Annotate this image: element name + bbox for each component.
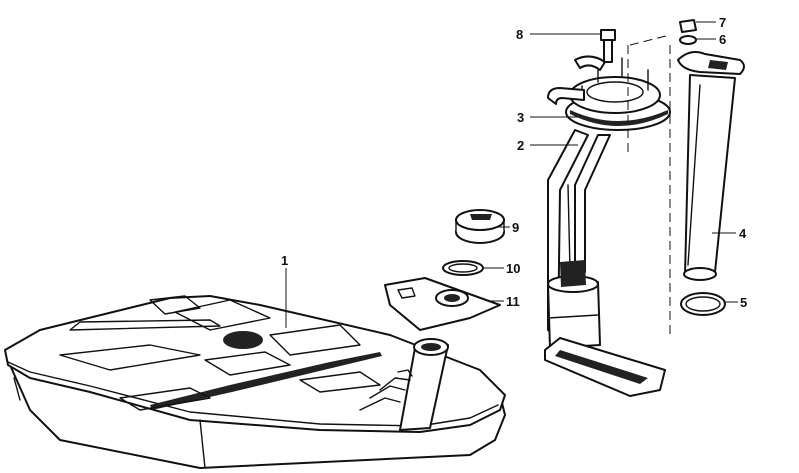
fuel-tank — [4, 295, 506, 469]
bolt — [600, 29, 616, 63]
callout-7: 7 — [719, 15, 726, 30]
callout-10: 10 — [506, 261, 520, 276]
mounting-flange — [547, 55, 671, 131]
callout-11: 11 — [506, 294, 520, 309]
o-ring — [680, 292, 726, 316]
callout-4: 4 — [739, 226, 747, 241]
callout-3: 3 — [517, 110, 524, 125]
washer — [679, 35, 697, 45]
callout-9: 9 — [512, 220, 519, 235]
callout-2: 2 — [517, 138, 524, 153]
callout-5: 5 — [740, 295, 747, 310]
callout-1: 1 — [281, 253, 288, 268]
nut — [679, 19, 697, 33]
fuel-pump-sending-unit — [544, 129, 666, 397]
level-sensor — [677, 51, 745, 281]
filler-seal — [442, 260, 484, 276]
callout-6: 6 — [719, 32, 726, 47]
mounting-plate — [384, 277, 501, 331]
callout-8: 8 — [516, 27, 523, 42]
filler-cap — [455, 209, 505, 244]
assembly-line-top — [629, 34, 671, 46]
